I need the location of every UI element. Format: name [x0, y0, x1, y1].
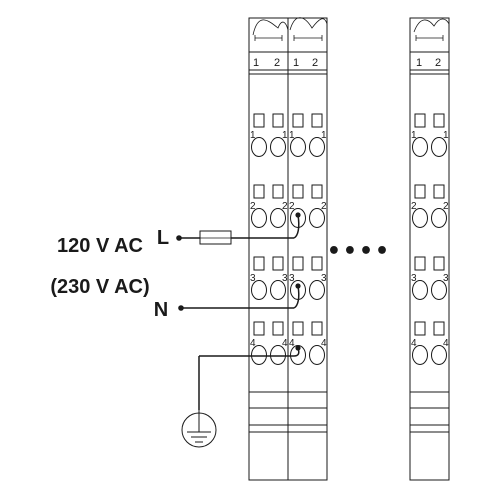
module-1-row-3-release-1 — [253, 256, 265, 271]
module-n-row-4-clamp-1 — [412, 345, 428, 365]
continuation-dots: •••• — [327, 239, 391, 264]
module-1-col-2-label: 2 — [274, 57, 280, 69]
module-1-row-4-release-1 — [253, 321, 265, 336]
module-n-row-2-clamp-1 — [412, 208, 428, 228]
module-2-col-2-label: 2 — [312, 57, 318, 69]
module-1-row-1-clamp-1 — [251, 137, 267, 157]
module-1-row-3-release-2 — [272, 256, 284, 271]
module-2-row-1-release-2 — [311, 113, 323, 128]
module-n-row-1-release-2 — [433, 113, 445, 128]
live-connection-dot — [295, 212, 301, 218]
module-1-row-4-release-2 — [272, 321, 284, 336]
module-2-row-2-release-1 — [292, 184, 304, 199]
module-2-row-1-clamp-1 — [290, 137, 306, 157]
voltage-label-alternate: (230 V AC) — [50, 276, 149, 298]
module-n-row-1-clamp-2 — [431, 137, 447, 157]
module-1-row-3-label-right: 3 — [282, 273, 288, 284]
terminal-module-n — [409, 17, 450, 481]
module-1-row-3-clamp-2 — [270, 280, 286, 300]
module-2-row-2-clamp-2 — [309, 208, 325, 228]
module-1-row-1-label-left: 1 — [250, 130, 256, 141]
module-n-row-3-label-right: 3 — [443, 273, 449, 284]
module-n-housing — [409, 17, 450, 481]
module-2-col-1-label: 1 — [293, 57, 299, 69]
module-1-row-2-clamp-2 — [270, 208, 286, 228]
module-2-row-3-clamp-2 — [309, 280, 325, 300]
module-n-row-4-release-1 — [414, 321, 426, 336]
module-n-row-4-release-2 — [433, 321, 445, 336]
module-n-row-1-clamp-1 — [412, 137, 428, 157]
live-label: L — [157, 227, 169, 249]
module-n-top-clip — [413, 18, 450, 33]
module-1-row-2-label-left: 2 — [250, 201, 256, 212]
module-n-row-4-label-right: 4 — [443, 338, 449, 349]
module-n-row-2-release-2 — [433, 184, 445, 199]
module-2-housing — [287, 17, 328, 481]
module-1-row-1-clamp-2 — [270, 137, 286, 157]
module-n-row-3-clamp-1 — [412, 280, 428, 300]
module-2-row-3-release-1 — [292, 256, 304, 271]
module-1-row-3-clamp-1 — [251, 280, 267, 300]
module-n-row-1-label-left: 1 — [411, 130, 417, 141]
module-2-row-3-label-left: 3 — [289, 273, 295, 284]
module-2-row-4-release-1 — [292, 321, 304, 336]
terminal-module-1 — [248, 17, 289, 481]
module-n-row-2-release-1 — [414, 184, 426, 199]
module-n-col-2-label: 2 — [435, 57, 441, 69]
module-2-row-4-clamp-2 — [309, 345, 325, 365]
module-1-row-1-release-2 — [272, 113, 284, 128]
module-2-row-4-release-2 — [311, 321, 323, 336]
module-2-row-2-release-2 — [311, 184, 323, 199]
module-1-row-2-clamp-1 — [251, 208, 267, 228]
module-n-row-4-label-left: 4 — [411, 338, 417, 349]
module-n-row-1-label-right: 1 — [443, 130, 449, 141]
module-1-row-2-label-right: 2 — [282, 201, 288, 212]
module-1-row-3-label-left: 3 — [250, 273, 256, 284]
module-2-row-2-label-right: 2 — [321, 201, 327, 212]
module-2-row-3-label-right: 3 — [321, 273, 327, 284]
module-2-row-1-release-1 — [292, 113, 304, 128]
module-2-row-4-label-left: 4 — [289, 338, 295, 349]
earth-wire-hook — [293, 347, 300, 357]
module-n-row-2-label-right: 2 — [443, 201, 449, 212]
module-n-row-2-clamp-2 — [431, 208, 447, 228]
module-2-row-1-label-right: 1 — [321, 130, 327, 141]
module-2-top-clip — [289, 17, 328, 31]
module-n-row-3-release-2 — [433, 256, 445, 271]
terminal-module-2 — [287, 17, 328, 481]
module-n-row-1-release-1 — [414, 113, 426, 128]
module-1-row-4-label-right: 4 — [282, 338, 288, 349]
module-2-row-1-clamp-2 — [309, 137, 325, 157]
module-1-housing — [248, 17, 289, 481]
module-1-row-2-release-2 — [272, 184, 284, 199]
neutral-connection-dot — [295, 283, 301, 289]
module-n-row-3-label-left: 3 — [411, 273, 417, 284]
voltage-label-primary: 120 V AC — [57, 235, 143, 257]
module-1-row-4-clamp-1 — [251, 345, 267, 365]
module-2-row-2-label-left: 2 — [289, 201, 295, 212]
module-n-row-3-release-1 — [414, 256, 426, 271]
live-wire-hook — [293, 214, 300, 239]
module-1-row-1-label-right: 1 — [282, 130, 288, 141]
module-2-row-3-release-2 — [311, 256, 323, 271]
module-1-row-1-release-1 — [253, 113, 265, 128]
module-n-row-4-clamp-2 — [431, 345, 447, 365]
module-n-row-2-label-left: 2 — [411, 201, 417, 212]
neutral-wire-hook — [293, 285, 300, 309]
module-1-row-4-label-left: 4 — [250, 338, 256, 349]
ground-icon — [181, 410, 217, 448]
module-1-top-clip — [252, 19, 289, 36]
neutral-label: N — [154, 299, 168, 321]
module-n-row-3-clamp-2 — [431, 280, 447, 300]
module-2-row-1-label-left: 1 — [289, 130, 295, 141]
module-2-row-4-label-right: 4 — [321, 338, 327, 349]
module-1-row-2-release-1 — [253, 184, 265, 199]
module-n-col-1-label: 1 — [416, 57, 422, 69]
module-1-row-4-clamp-2 — [270, 345, 286, 365]
fuse-symbol — [199, 230, 232, 245]
module-1-col-1-label: 1 — [253, 57, 259, 69]
